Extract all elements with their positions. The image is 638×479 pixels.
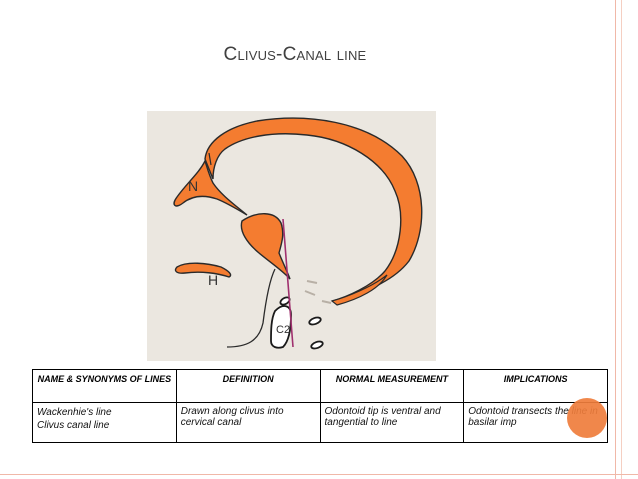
faint-vertebra-marks (304, 280, 332, 304)
cervical-outline (226, 268, 276, 348)
header-name: NAME & SYNONYMS OF LINES (32, 369, 177, 403)
nasal-bone (173, 159, 248, 216)
slide-border-right (615, 0, 616, 479)
cell-normal: Odontoid tip is ventral and tangential t… (319, 402, 465, 443)
hard-palate (174, 262, 232, 278)
skull-diagram: N H C2 (147, 111, 436, 361)
cell-definition: Drawn along clivus into cervical canal (175, 402, 321, 443)
header-implications: IMPLICATIONS (463, 369, 608, 403)
cell-name: Wackenhie's line Clivus canal line (32, 402, 177, 443)
line-name-2: Clivus canal line (37, 420, 110, 431)
line-name-1: Wackenhie's line (37, 407, 112, 418)
label-h: H (208, 272, 219, 288)
slide-border-right-inner (621, 0, 622, 479)
header-definition: DEFINITION (175, 369, 321, 403)
odontoid-c2 (270, 305, 292, 349)
header-normal: NORMAL MEASUREMENT (319, 369, 465, 403)
decorative-orange-circle (567, 398, 607, 438)
table-header-row: NAME & SYNONYMS OF LINES DEFINITION NORM… (32, 369, 608, 403)
vertebra-spine-2 (310, 340, 324, 350)
lines-table: NAME & SYNONYMS OF LINES DEFINITION NORM… (32, 369, 608, 443)
skull-drawing (173, 117, 423, 350)
clivus (240, 213, 291, 280)
slide-title: Clivus-Canal line (223, 44, 367, 65)
clivus-canal-line (282, 218, 294, 348)
vertebra-spine-1 (308, 316, 322, 326)
label-c2: C2 (276, 324, 291, 336)
label-n: N (188, 178, 199, 194)
table-row: Wackenhie's line Clivus canal line Drawn… (32, 402, 608, 443)
slide-border-bottom (0, 474, 638, 475)
nasion-tick (208, 152, 212, 166)
occipital-bone (330, 274, 388, 306)
